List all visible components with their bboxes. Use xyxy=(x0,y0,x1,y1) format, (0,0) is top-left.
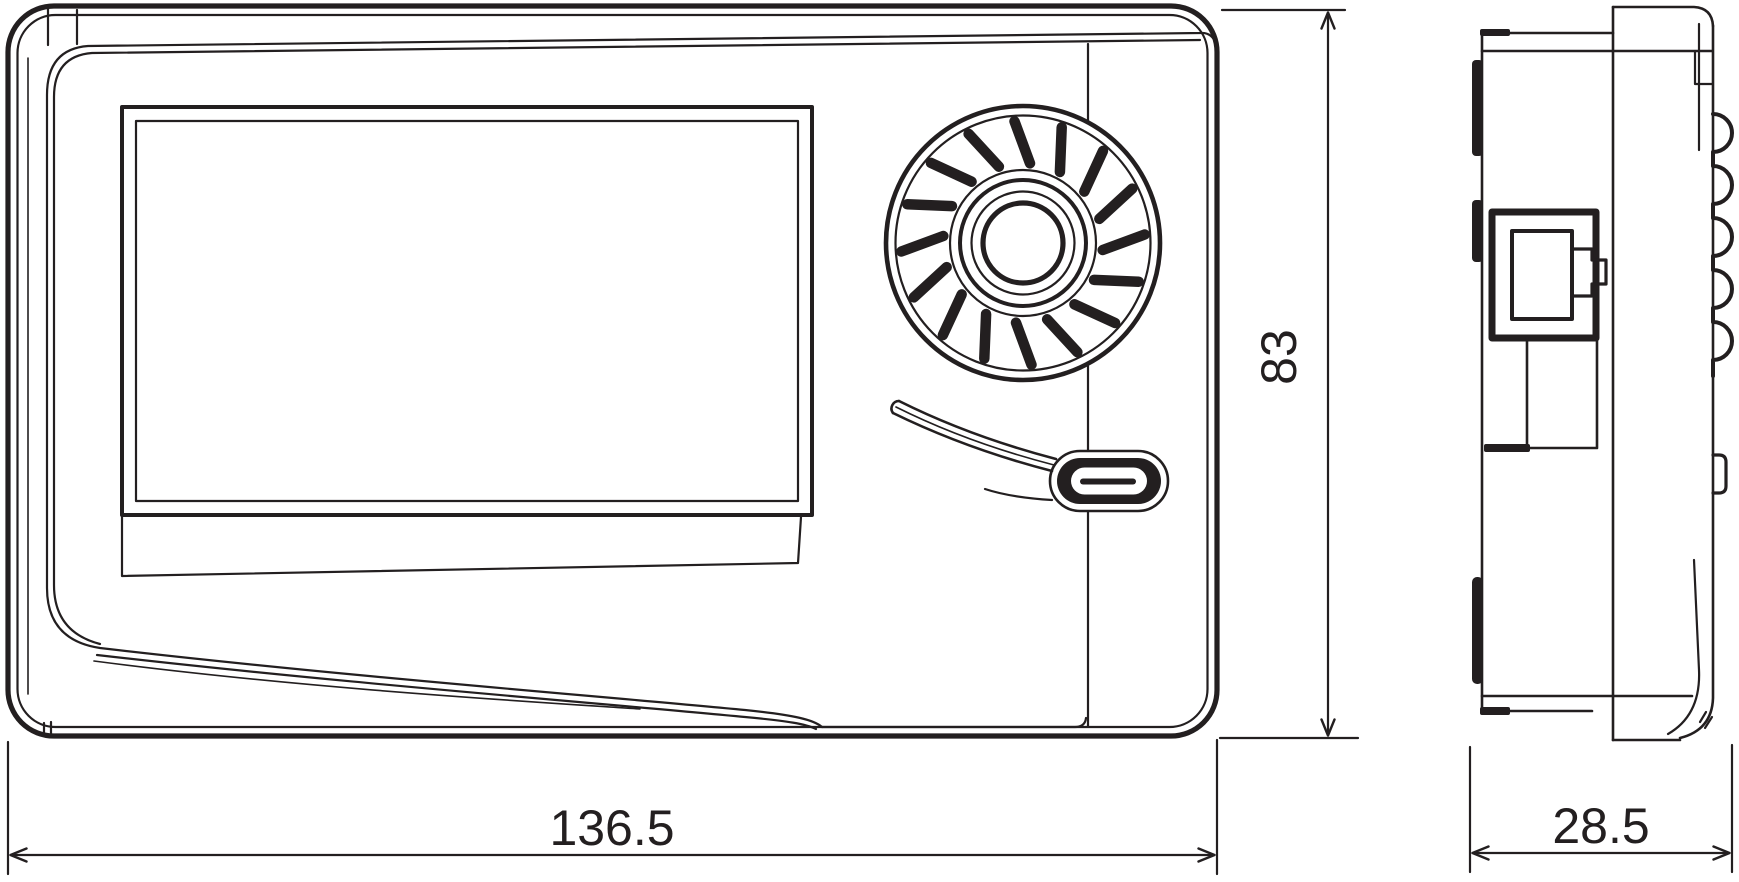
dimension-height: 83 xyxy=(1218,8,1360,740)
body-top-edge xyxy=(1611,5,1715,28)
body-top-right-step xyxy=(1693,49,1714,86)
mounting-clip-3 xyxy=(1472,577,1483,684)
depth-extension-lines xyxy=(1468,743,1734,874)
cover-bottom-thickness-line-1 xyxy=(95,653,818,731)
lever-tip-hook xyxy=(890,399,901,415)
front-view xyxy=(5,3,1220,739)
dial-outer-rim xyxy=(883,103,1163,383)
dim-label-depth: 28.5 xyxy=(1552,798,1649,854)
side-view xyxy=(1472,5,1734,742)
rj-latch xyxy=(1570,247,1608,298)
dial-grip-ticks xyxy=(896,116,1150,370)
dial-hub-middle xyxy=(970,190,1076,296)
button-outer-outline xyxy=(1048,449,1170,513)
rj-plug-body xyxy=(1510,229,1574,321)
dial-grip-base-circle xyxy=(948,168,1098,318)
height-extension-lines xyxy=(1218,8,1360,740)
backplate-bottom-clip xyxy=(1480,707,1510,715)
front-cover-inner-line xyxy=(52,38,1202,646)
width-extension-lines xyxy=(6,738,1219,876)
body-right-edge xyxy=(1678,24,1715,740)
display-bezel xyxy=(120,105,814,517)
dimension-width: 136.5 xyxy=(6,738,1219,876)
slide-lever xyxy=(890,399,1058,502)
dim-label-width: 136.5 xyxy=(549,800,674,856)
display-window xyxy=(134,119,800,503)
rj-socket-outline xyxy=(1488,208,1600,342)
lever-mid-line xyxy=(895,406,1055,466)
body-bottom-corner-hatch xyxy=(1698,710,1714,730)
dial-hub-center xyxy=(980,200,1066,286)
front-cover-outline xyxy=(45,31,1218,729)
lever-upper-edge xyxy=(897,399,1058,461)
housing-outer-outline xyxy=(5,3,1220,739)
lever-lower-edge xyxy=(891,411,1054,473)
rj-connector xyxy=(1488,208,1608,450)
button-side-profile xyxy=(1711,453,1728,495)
dimension-depth: 28.5 xyxy=(1468,743,1734,874)
rotary-dial xyxy=(883,103,1163,383)
rj-cable-housing xyxy=(1488,336,1599,450)
cover-bottom-thickness-line-2 xyxy=(93,660,641,710)
mounting-clip-1 xyxy=(1472,60,1483,156)
dial-rim-inner-line xyxy=(894,114,1152,372)
display-screen xyxy=(120,105,814,578)
lever-slot-line xyxy=(983,487,1054,502)
display-depth-lip xyxy=(120,515,803,578)
corner-break-lines xyxy=(42,7,79,737)
slide-button xyxy=(1048,449,1170,513)
dial-hub-outer xyxy=(958,178,1088,308)
button-slot xyxy=(1080,478,1136,485)
cover-bottom-right-edge xyxy=(820,716,1088,729)
dim-label-height: 83 xyxy=(1251,329,1307,385)
body-right-inner-line-bottom xyxy=(1666,558,1701,736)
housing-inner-outline xyxy=(16,13,1209,729)
dial-side-profile xyxy=(1711,112,1734,378)
mounting-clip-2 xyxy=(1472,200,1483,262)
